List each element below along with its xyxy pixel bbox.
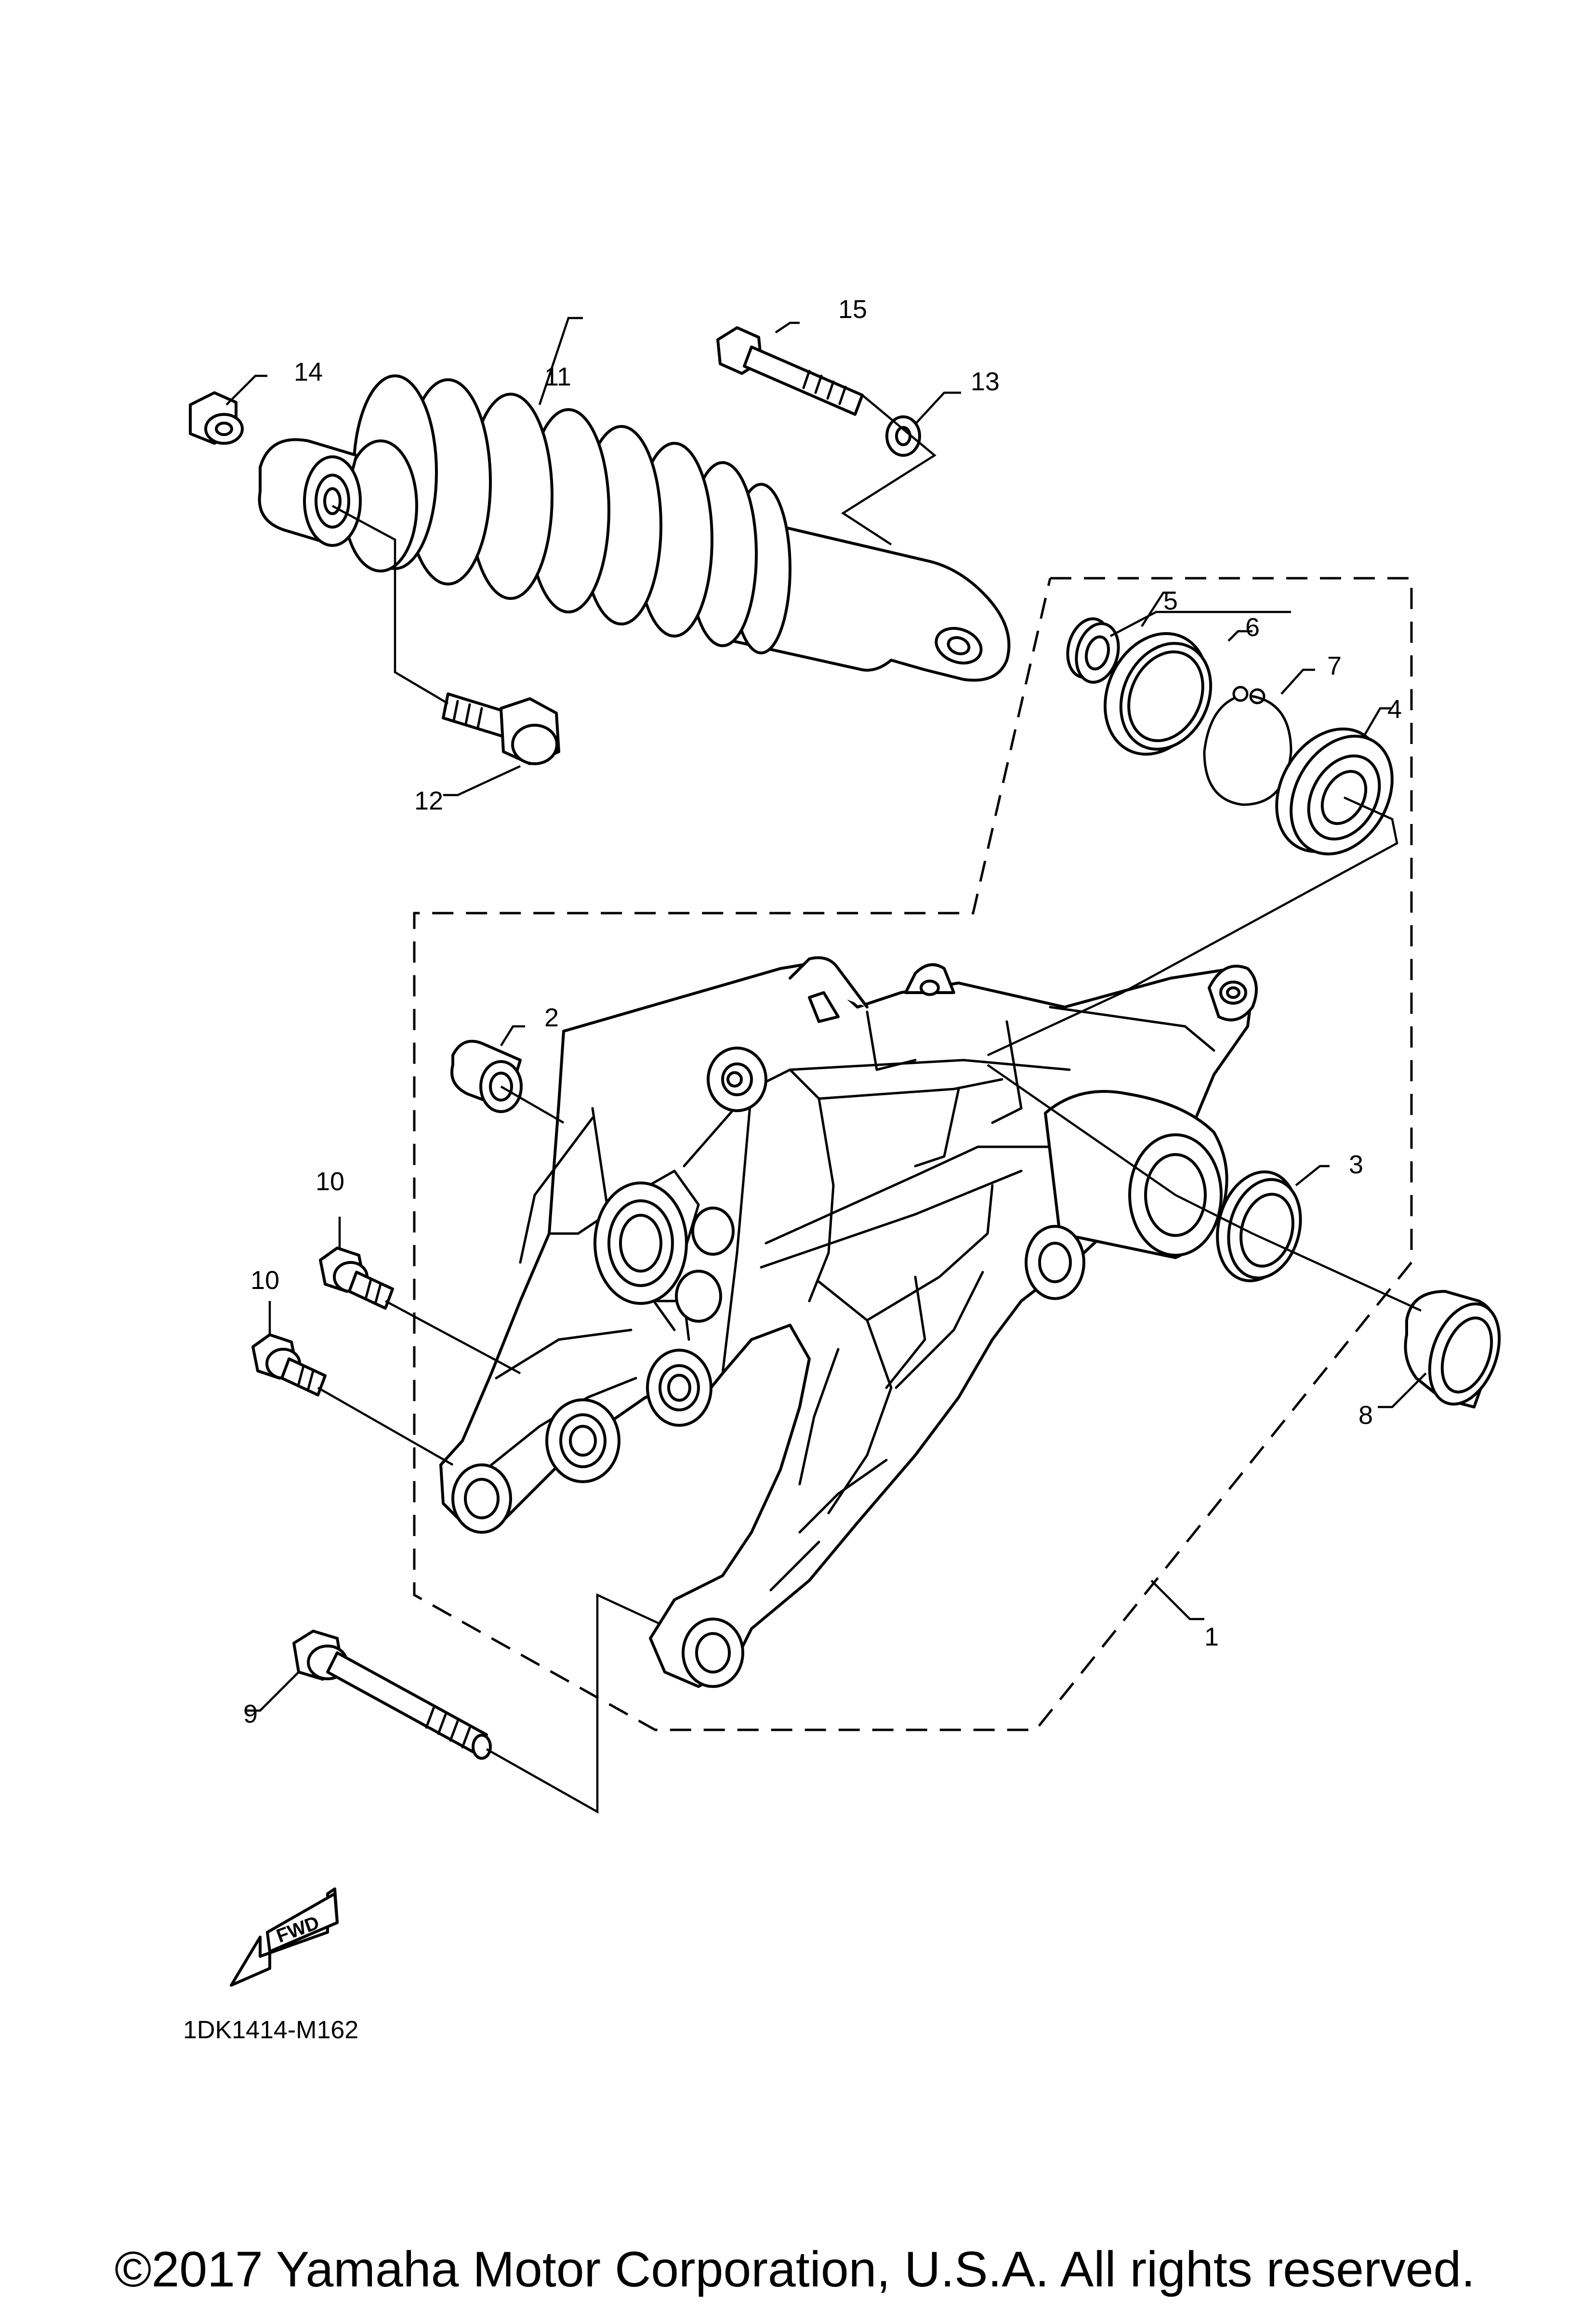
bolt-15 — [716, 326, 864, 416]
pivot-shaft-9 — [292, 1630, 492, 1760]
shock-spring — [352, 374, 791, 654]
callout-7: 7 — [1327, 651, 1342, 680]
callout-11: 11 — [544, 362, 571, 391]
bolt-12 — [442, 692, 560, 765]
callout-6: 6 — [1245, 613, 1260, 642]
callout-5: 5 — [1163, 586, 1178, 615]
oil-seal-3 — [1216, 1170, 1302, 1282]
oil-seal-6 — [1104, 632, 1213, 756]
callout-9: 9 — [243, 1700, 258, 1728]
washer-13 — [885, 415, 921, 457]
circlip-7 — [1203, 686, 1292, 806]
fwd-arrow-icon: FWD — [230, 1887, 339, 1987]
callout-labels: 1 2 3 4 5 6 7 8 9 10 10 11 12 13 14 15 — [243, 295, 1402, 1728]
collar-2 — [450, 1040, 523, 1113]
callout-10-lower: 10 — [250, 1266, 279, 1295]
callout-2: 2 — [544, 1003, 559, 1032]
nut-14 — [189, 391, 244, 445]
callout-15: 15 — [838, 295, 867, 324]
callout-1: 1 — [1204, 1622, 1219, 1651]
bolt-10-lower — [251, 1333, 327, 1396]
callout-13: 13 — [971, 367, 1000, 396]
rear-arm — [439, 956, 1258, 1688]
callout-14: 14 — [294, 358, 323, 386]
callout-8: 8 — [1358, 1401, 1373, 1430]
collar-8 — [1404, 1290, 1501, 1408]
copyright-notice: ©2017 Yamaha Motor Corporation, U.S.A. A… — [115, 2242, 1475, 2297]
callout-10-upper: 10 — [316, 1167, 344, 1196]
rear-shock-absorber — [258, 374, 1011, 682]
callout-3: 3 — [1349, 1150, 1363, 1179]
callout-4: 4 — [1387, 695, 1402, 724]
diagram-code: 1DK1414-M162 — [183, 2016, 358, 2044]
collar-5 — [1066, 617, 1120, 684]
assembly-boundary — [413, 577, 1413, 1731]
leader-lines — [225, 317, 1427, 1814]
bolt-10-upper — [319, 1247, 394, 1310]
callout-12: 12 — [414, 786, 443, 815]
